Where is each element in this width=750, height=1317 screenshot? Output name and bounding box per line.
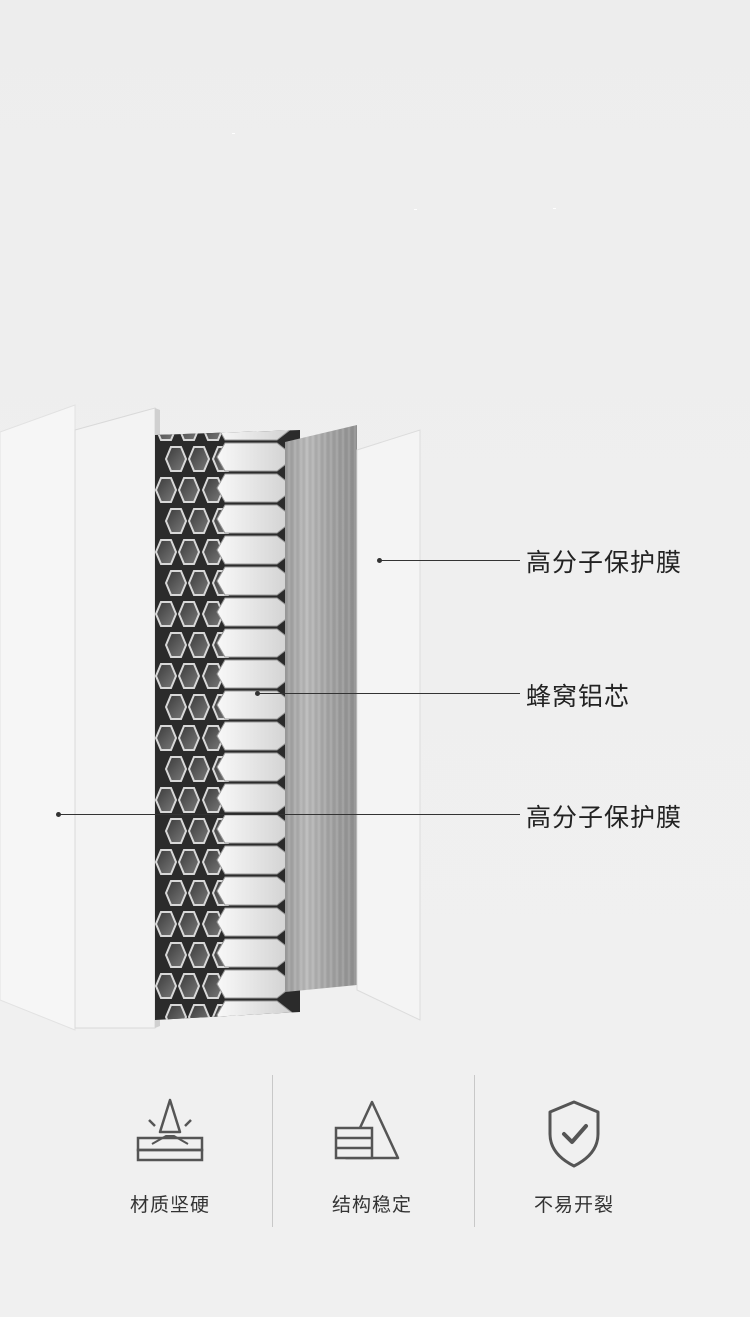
- honeycomb-cell: [187, 880, 211, 906]
- honeycomb-panel-diagram: 高分子保护膜 蜂窝铝芯 高分子保护膜: [0, 380, 750, 1060]
- honeycomb-cell: [164, 942, 188, 968]
- honeycomb-cell: [177, 911, 201, 937]
- callout-line-middle: [258, 693, 520, 694]
- hardness-icon: [136, 1098, 204, 1162]
- honeycomb-cell: [164, 694, 188, 720]
- honeycomb-cell-front: [216, 752, 296, 782]
- honeycomb-cell: [177, 849, 201, 875]
- honeycomb-cell: [177, 430, 201, 441]
- feature-label: 结构稳定: [331, 1194, 412, 1216]
- honeycomb-cell: [164, 446, 188, 472]
- shield-check-icon: [548, 1100, 600, 1168]
- honeycomb-cell: [177, 725, 201, 751]
- callout-dot-middle: [255, 691, 260, 696]
- honeycomb-cell: [187, 570, 211, 596]
- honeycomb-cell: [201, 430, 225, 441]
- honeycomb-cell: [155, 601, 178, 627]
- honeycomb-cell-front: [216, 504, 296, 534]
- honeycomb-cell-front: [216, 597, 296, 627]
- honeycomb-cell-front: [216, 690, 296, 720]
- honeycomb-cell-front: [216, 814, 296, 844]
- callout-label-middle: 蜂窝铝芯: [526, 682, 631, 711]
- outer-film-left: [0, 404, 76, 1031]
- honeycomb-cell-front: [216, 566, 296, 596]
- honeycomb-cell: [177, 477, 201, 503]
- honeycomb-cell: [155, 477, 178, 503]
- honeycomb-cell: [155, 725, 178, 751]
- honeycomb-cell: [164, 508, 188, 534]
- honeycomb-cell-front: [216, 969, 296, 999]
- honeycomb-cell: [187, 446, 211, 472]
- honeycomb-cell-front: [216, 535, 296, 565]
- honeycomb-cell-front: [216, 938, 296, 968]
- honeycomb-cell: [164, 1004, 188, 1020]
- honeycomb-cell: [164, 880, 188, 906]
- honeycomb-cell-front: [216, 628, 296, 658]
- honeycomb-cell-front: [216, 721, 296, 751]
- decor-speck: [414, 209, 417, 210]
- feature-label: 材质坚硬: [129, 1194, 210, 1216]
- feature-divider: [272, 1075, 273, 1227]
- honeycomb-cell: [187, 756, 211, 782]
- honeycomb-cell: [155, 973, 178, 999]
- callout-label-top: 高分子保护膜: [526, 548, 683, 577]
- decor-speck: [553, 208, 556, 209]
- honeycomb-cell: [177, 663, 201, 689]
- callout-line-bottom: [59, 814, 520, 815]
- structure-icon: [334, 1100, 400, 1160]
- honeycomb-cell: [155, 911, 178, 937]
- decor-speck: [232, 133, 235, 134]
- honeycomb-cell: [177, 787, 201, 813]
- honeycomb-core: [155, 430, 300, 1020]
- feature-label: 不易开裂: [533, 1194, 614, 1216]
- honeycomb-cell: [164, 818, 188, 844]
- honeycomb-cell-front: [216, 907, 296, 937]
- honeycomb-cell-front: [216, 473, 296, 503]
- feature-crack-resistant: 不易开裂: [474, 1078, 674, 1228]
- panel-layers-illustration: [0, 404, 421, 1031]
- feature-structure: 结构稳定: [272, 1078, 472, 1228]
- honeycomb-cell: [155, 663, 178, 689]
- skin-panel-left: [74, 407, 156, 1029]
- honeycomb-cell-front: [216, 783, 296, 813]
- callout-line-top: [380, 560, 520, 561]
- honeycomb-cell: [155, 849, 178, 875]
- honeycomb-cell: [177, 973, 201, 999]
- callout-label-bottom: 高分子保护膜: [526, 803, 683, 832]
- honeycomb-cell: [187, 508, 211, 534]
- feature-row: 材质坚硬 结构稳定 不易开裂: [0, 1060, 750, 1240]
- honeycomb-cell: [177, 601, 201, 627]
- honeycomb-cell: [155, 539, 178, 565]
- honeycomb-cell: [164, 756, 188, 782]
- honeycomb-cell-front: [216, 430, 296, 441]
- honeycomb-cell: [164, 632, 188, 658]
- honeycomb-cell-front: [216, 845, 296, 875]
- honeycomb-cell: [177, 539, 201, 565]
- honeycomb-cell-front: [216, 442, 296, 472]
- honeycomb-cell: [187, 942, 211, 968]
- honeycomb-cell: [155, 787, 178, 813]
- outer-film-right: [356, 429, 421, 1021]
- honeycomb-cell-front: [216, 659, 296, 689]
- feature-divider: [474, 1075, 475, 1227]
- honeycomb-cell: [187, 632, 211, 658]
- honeycomb-cell: [187, 694, 211, 720]
- feature-hardness: 材质坚硬: [70, 1078, 270, 1228]
- honeycomb-cell: [187, 1004, 211, 1020]
- honeycomb-cell-front: [216, 876, 296, 906]
- honeycomb-cell: [164, 570, 188, 596]
- callout-dot-top: [377, 558, 382, 563]
- callout-dot-bottom: [56, 812, 61, 817]
- honeycomb-cell: [187, 818, 211, 844]
